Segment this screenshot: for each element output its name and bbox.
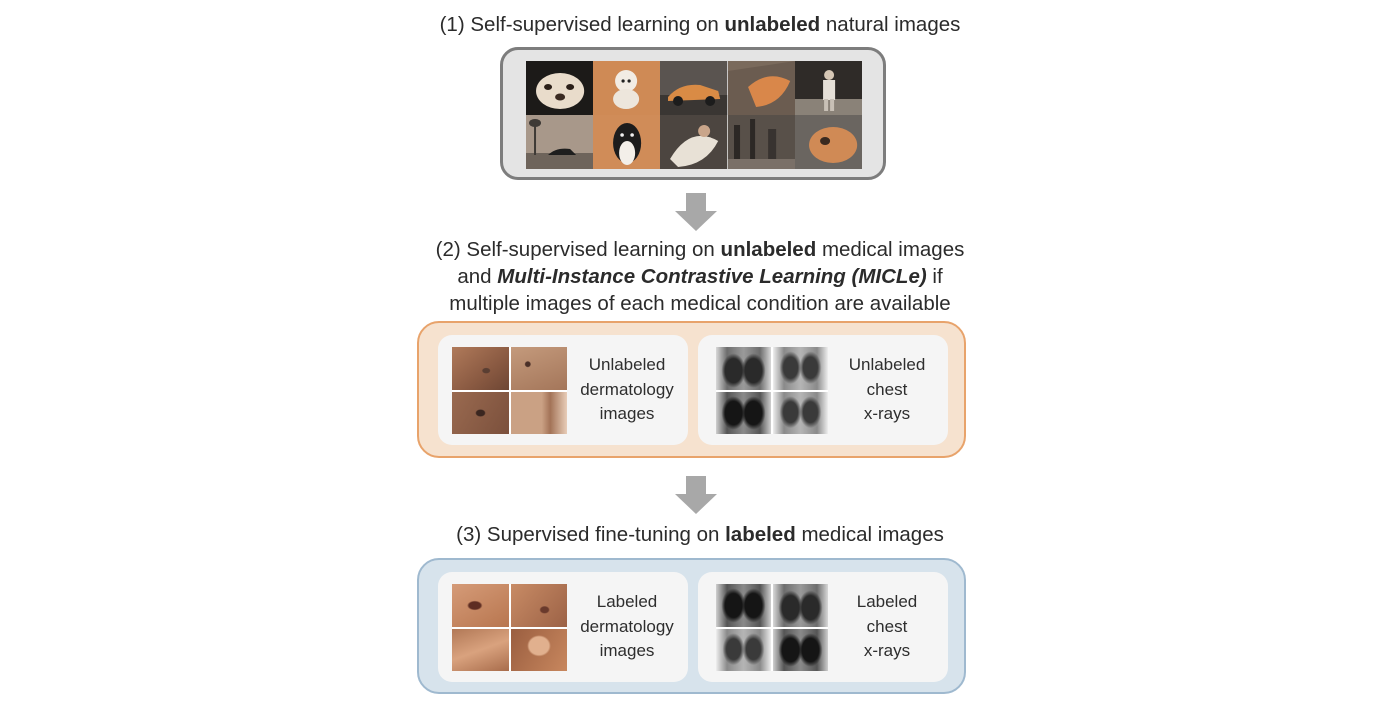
- unlabeled-medical-images-frame: Unlabeled dermatology images Unlabeled c…: [417, 321, 966, 458]
- stage-2-line-1: (2) Self-supervised learning on unlabele…: [0, 236, 1400, 263]
- chest-xray-image: [716, 628, 771, 671]
- stage-1-text-before: Self-supervised learning on: [470, 13, 719, 36]
- labeled-chest-xray-card: Labeled chest x-rays: [698, 572, 948, 682]
- car-at-sunset-photo: [526, 115, 594, 169]
- sports-car-photo: [660, 61, 728, 115]
- person-photo: [794, 61, 862, 115]
- stage-2-and: and: [457, 265, 492, 288]
- dancer-photo: [660, 115, 728, 169]
- natural-images-mosaic: [526, 61, 862, 169]
- bird-photo: [727, 61, 795, 115]
- stage-3-text-before: Supervised fine-tuning on: [486, 523, 720, 546]
- stage-2-if: if: [932, 265, 943, 288]
- street-scene-photo: [727, 115, 795, 169]
- chest-xray-image: [773, 391, 828, 434]
- dermatology-image-collage-icon: [452, 584, 567, 671]
- skin-lesion-image: [510, 391, 567, 434]
- stage-3-bold: labeled: [725, 523, 796, 546]
- skin-lesion-image: [452, 584, 509, 627]
- chest-xray-image: [716, 391, 771, 434]
- chest-xray-image: [716, 347, 771, 390]
- stage-2-text-after: medical images: [821, 238, 965, 261]
- chest-xray-image: [773, 584, 828, 627]
- down-arrow-icon: [675, 193, 717, 231]
- stage-2-line-2: and Multi-Instance Contrastive Learning …: [0, 263, 1400, 290]
- chest-xray-collage-icon: [716, 584, 828, 671]
- dog-in-snow-photo: [593, 115, 661, 169]
- stage-3-number: (3): [456, 523, 482, 546]
- stage-1-number: (1): [439, 13, 465, 36]
- down-arrow-icon: [675, 476, 717, 514]
- stage-2-bold: unlabeled: [720, 238, 817, 261]
- animal-closeup-photo: [794, 115, 862, 169]
- natural-images-frame: [500, 47, 886, 180]
- stage-2-number: (2): [435, 238, 461, 261]
- stage-3-heading: (3) Supervised fine-tuning on labeled me…: [0, 521, 1400, 548]
- unlabeled-dermatology-label: Unlabeled dermatology images: [580, 355, 674, 424]
- poodle-photo: [593, 61, 661, 115]
- skin-lesion-image: [452, 347, 509, 390]
- labeled-dermatology-card: Labeled dermatology images: [438, 572, 688, 682]
- labeled-medical-images-frame: Labeled dermatology images Labeled chest…: [417, 558, 966, 694]
- chest-xray-collage-icon: [716, 347, 828, 434]
- stage-2-text-before: Self-supervised learning on: [466, 238, 715, 261]
- skin-lesion-image: [452, 391, 509, 434]
- micle-term: Multi-Instance Contrastive Learning (MIC…: [497, 265, 927, 288]
- chest-xray-image: [773, 347, 828, 390]
- skin-lesion-image: [510, 628, 567, 671]
- stage-2-heading: (2) Self-supervised learning on unlabele…: [0, 236, 1400, 317]
- dog-face-photo: [526, 61, 594, 115]
- chest-xray-image: [716, 584, 771, 627]
- labeled-dermatology-label: Labeled dermatology images: [580, 592, 674, 661]
- stage-1-heading: (1) Self-supervised learning on unlabele…: [0, 11, 1400, 38]
- unlabeled-chest-xray-label: Unlabeled chest x-rays: [848, 355, 926, 424]
- stage-2-line-3: multiple images of each medical conditio…: [449, 292, 951, 315]
- labeled-chest-xray-label: Labeled chest x-rays: [856, 592, 918, 661]
- skin-lesion-image: [510, 347, 567, 390]
- unlabeled-chest-xray-card: Unlabeled chest x-rays: [698, 335, 948, 445]
- dermatology-image-collage-icon: [452, 347, 567, 434]
- stage-1-bold: unlabeled: [724, 13, 821, 36]
- stage-1-text-after: natural images: [825, 13, 961, 36]
- skin-lesion-image: [510, 584, 567, 627]
- skin-lesion-image: [452, 628, 509, 671]
- stage-3-text-after: medical images: [801, 523, 944, 546]
- chest-xray-image: [773, 628, 828, 671]
- unlabeled-dermatology-card: Unlabeled dermatology images: [438, 335, 688, 445]
